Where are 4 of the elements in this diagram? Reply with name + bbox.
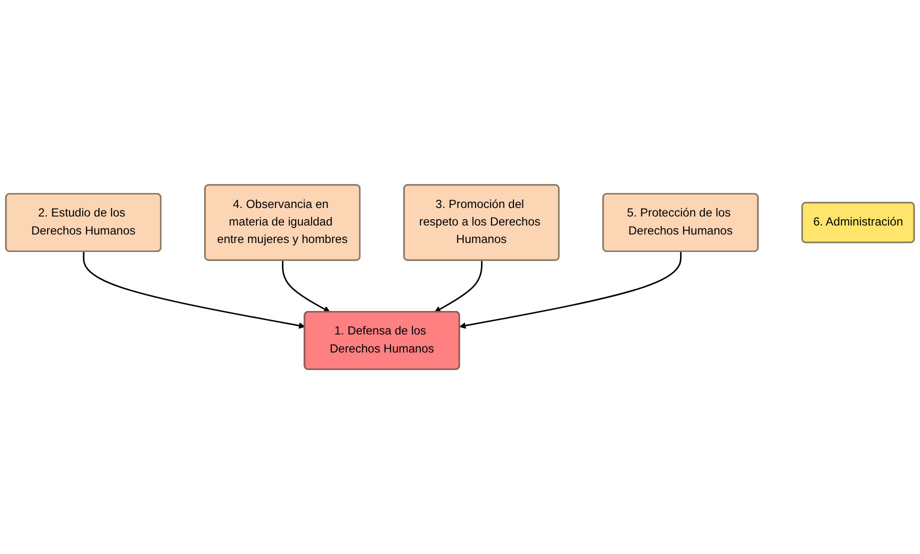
- arrow: [434, 260, 483, 312]
- arrow: [459, 252, 682, 329]
- arrow: [82, 252, 306, 329]
- arrow: [282, 260, 330, 312]
